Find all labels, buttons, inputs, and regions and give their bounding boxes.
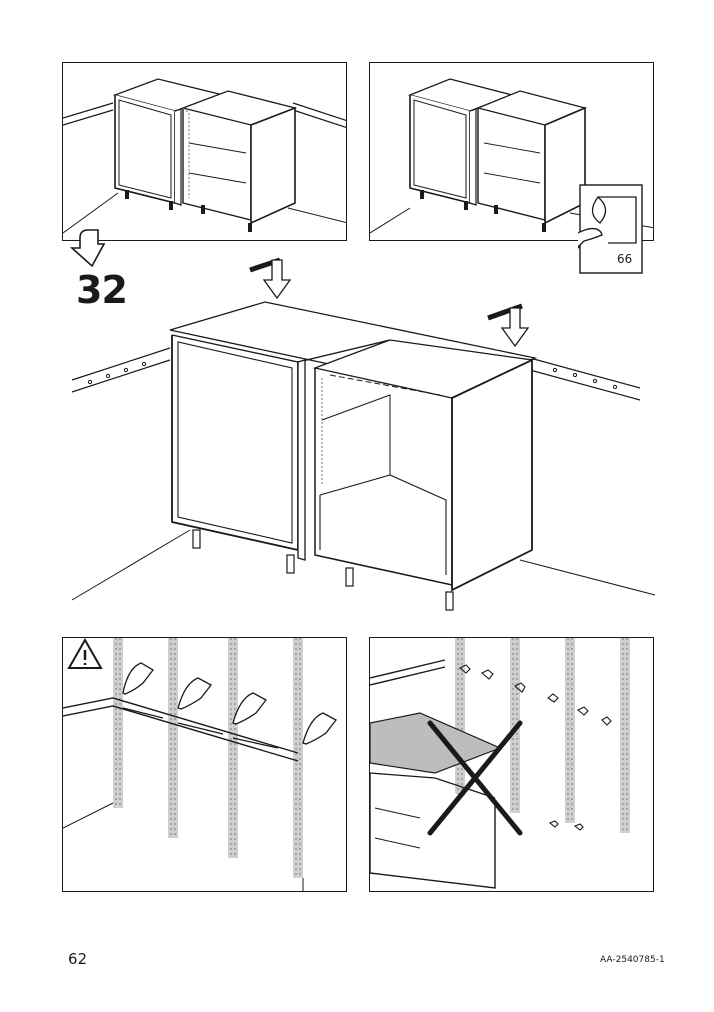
curved-down-arrow-icon [69,229,106,268]
down-arrow-right-icon [500,307,530,348]
hand-pointing-icon [578,227,603,248]
panel-cabinets-joined [62,62,347,241]
step-number: 32 [76,268,128,312]
page-reference: 66 [617,252,633,266]
panel-warning-rail [62,637,347,892]
main-cabinet-illustration [71,257,656,611]
panel-forbidden-damage [369,637,654,892]
cabinets-joined-illustration [63,78,346,234]
x-cross-icon [427,720,523,836]
warning-rail-illustration [63,638,337,891]
hand-pointing-icon [122,662,337,745]
document-code: AA-2540785-1 [600,955,665,965]
page-number: 62 [68,950,88,968]
peel-sticker-icon [578,184,643,274]
down-arrow-left-icon [262,259,292,300]
forbidden-damage-illustration [370,638,630,889]
cabinets-peel-illustration [370,78,653,234]
